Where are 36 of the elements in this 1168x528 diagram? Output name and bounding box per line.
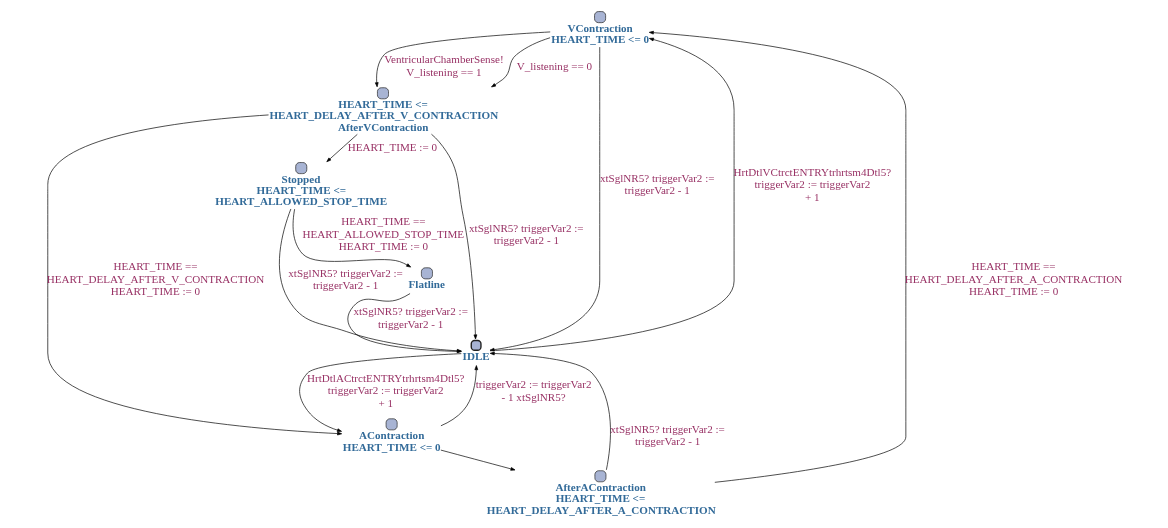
arrow [490,37,550,88]
node-label: AfterAContraction [554,481,646,494]
arrow [648,30,906,483]
node-label: HEART_TIME <= 0 [342,440,441,453]
node-label: HEART_TIME <= HEART_ALLOWED_STOP_TIME [214,184,387,208]
node-label: HEART_TIME <= HEART_DELAY_AFTER_V_CONTRACTION [268,98,498,122]
edge-label: HEART_TIME == HEART_DELAY_AFTER_A_CONTRACTION HEART_TIME := 0 [904,260,1122,298]
node-label: Stopped [281,173,320,186]
arrow [374,31,551,88]
arrow [440,365,478,427]
edge-label: xtSglNR5? triggerVar2 := triggerVar2 - 1 [352,305,468,330]
edge-label: HEART_TIME == HEART_ALLOWED_STOP_TIME HEART_TIME := 0 [302,215,464,253]
edge-label: HEART_TIME := 0 [347,140,437,153]
edge-label: xtSglNR5? triggerVar2 := triggerVar2 - 1 [468,221,584,247]
arrow [440,449,515,471]
node-label: VContraction [567,22,633,35]
node-label: HEART_TIME <= HEART_DELAY_AFTER_A_CONTRACTION [486,492,716,516]
arrow [430,133,477,340]
node-label: AfterVContraction [337,120,428,133]
arrow [325,133,358,163]
edge-label: HrtDtlVCtrctENTRYtrhrtsm4Dtl5? triggerVar2 := triggerVar2 + 1 [733,165,891,203]
node-label: IDLE [462,350,490,363]
arrow [46,114,342,436]
edge-label: xtSglNR5? triggerVar2 := triggerVar2 - 1 [287,266,403,292]
edge-label: VentricularChamberSense! V_listening == 1 [383,53,504,78]
node-label: HEART_TIME <= 0 [550,33,649,46]
edge-label: V_listening == 0 [516,59,592,72]
edge-label: xtSglNR5? triggerVar2 := triggerVar2 - 1 [599,171,714,197]
node-label: AContraction [358,429,424,442]
node-label: Flatline [408,278,445,291]
edge-label: HrtDtlACtrctENTRYtrhrtsm4Dtl5? triggerVar2 := triggerVar2 + 1 [306,371,465,409]
arrow [489,37,734,352]
arrow [489,351,611,471]
arrow [292,208,411,268]
arrow [489,46,600,352]
edge-label: triggerVar2 := triggerVar2 - 1 xtSglNR5? [475,378,591,403]
